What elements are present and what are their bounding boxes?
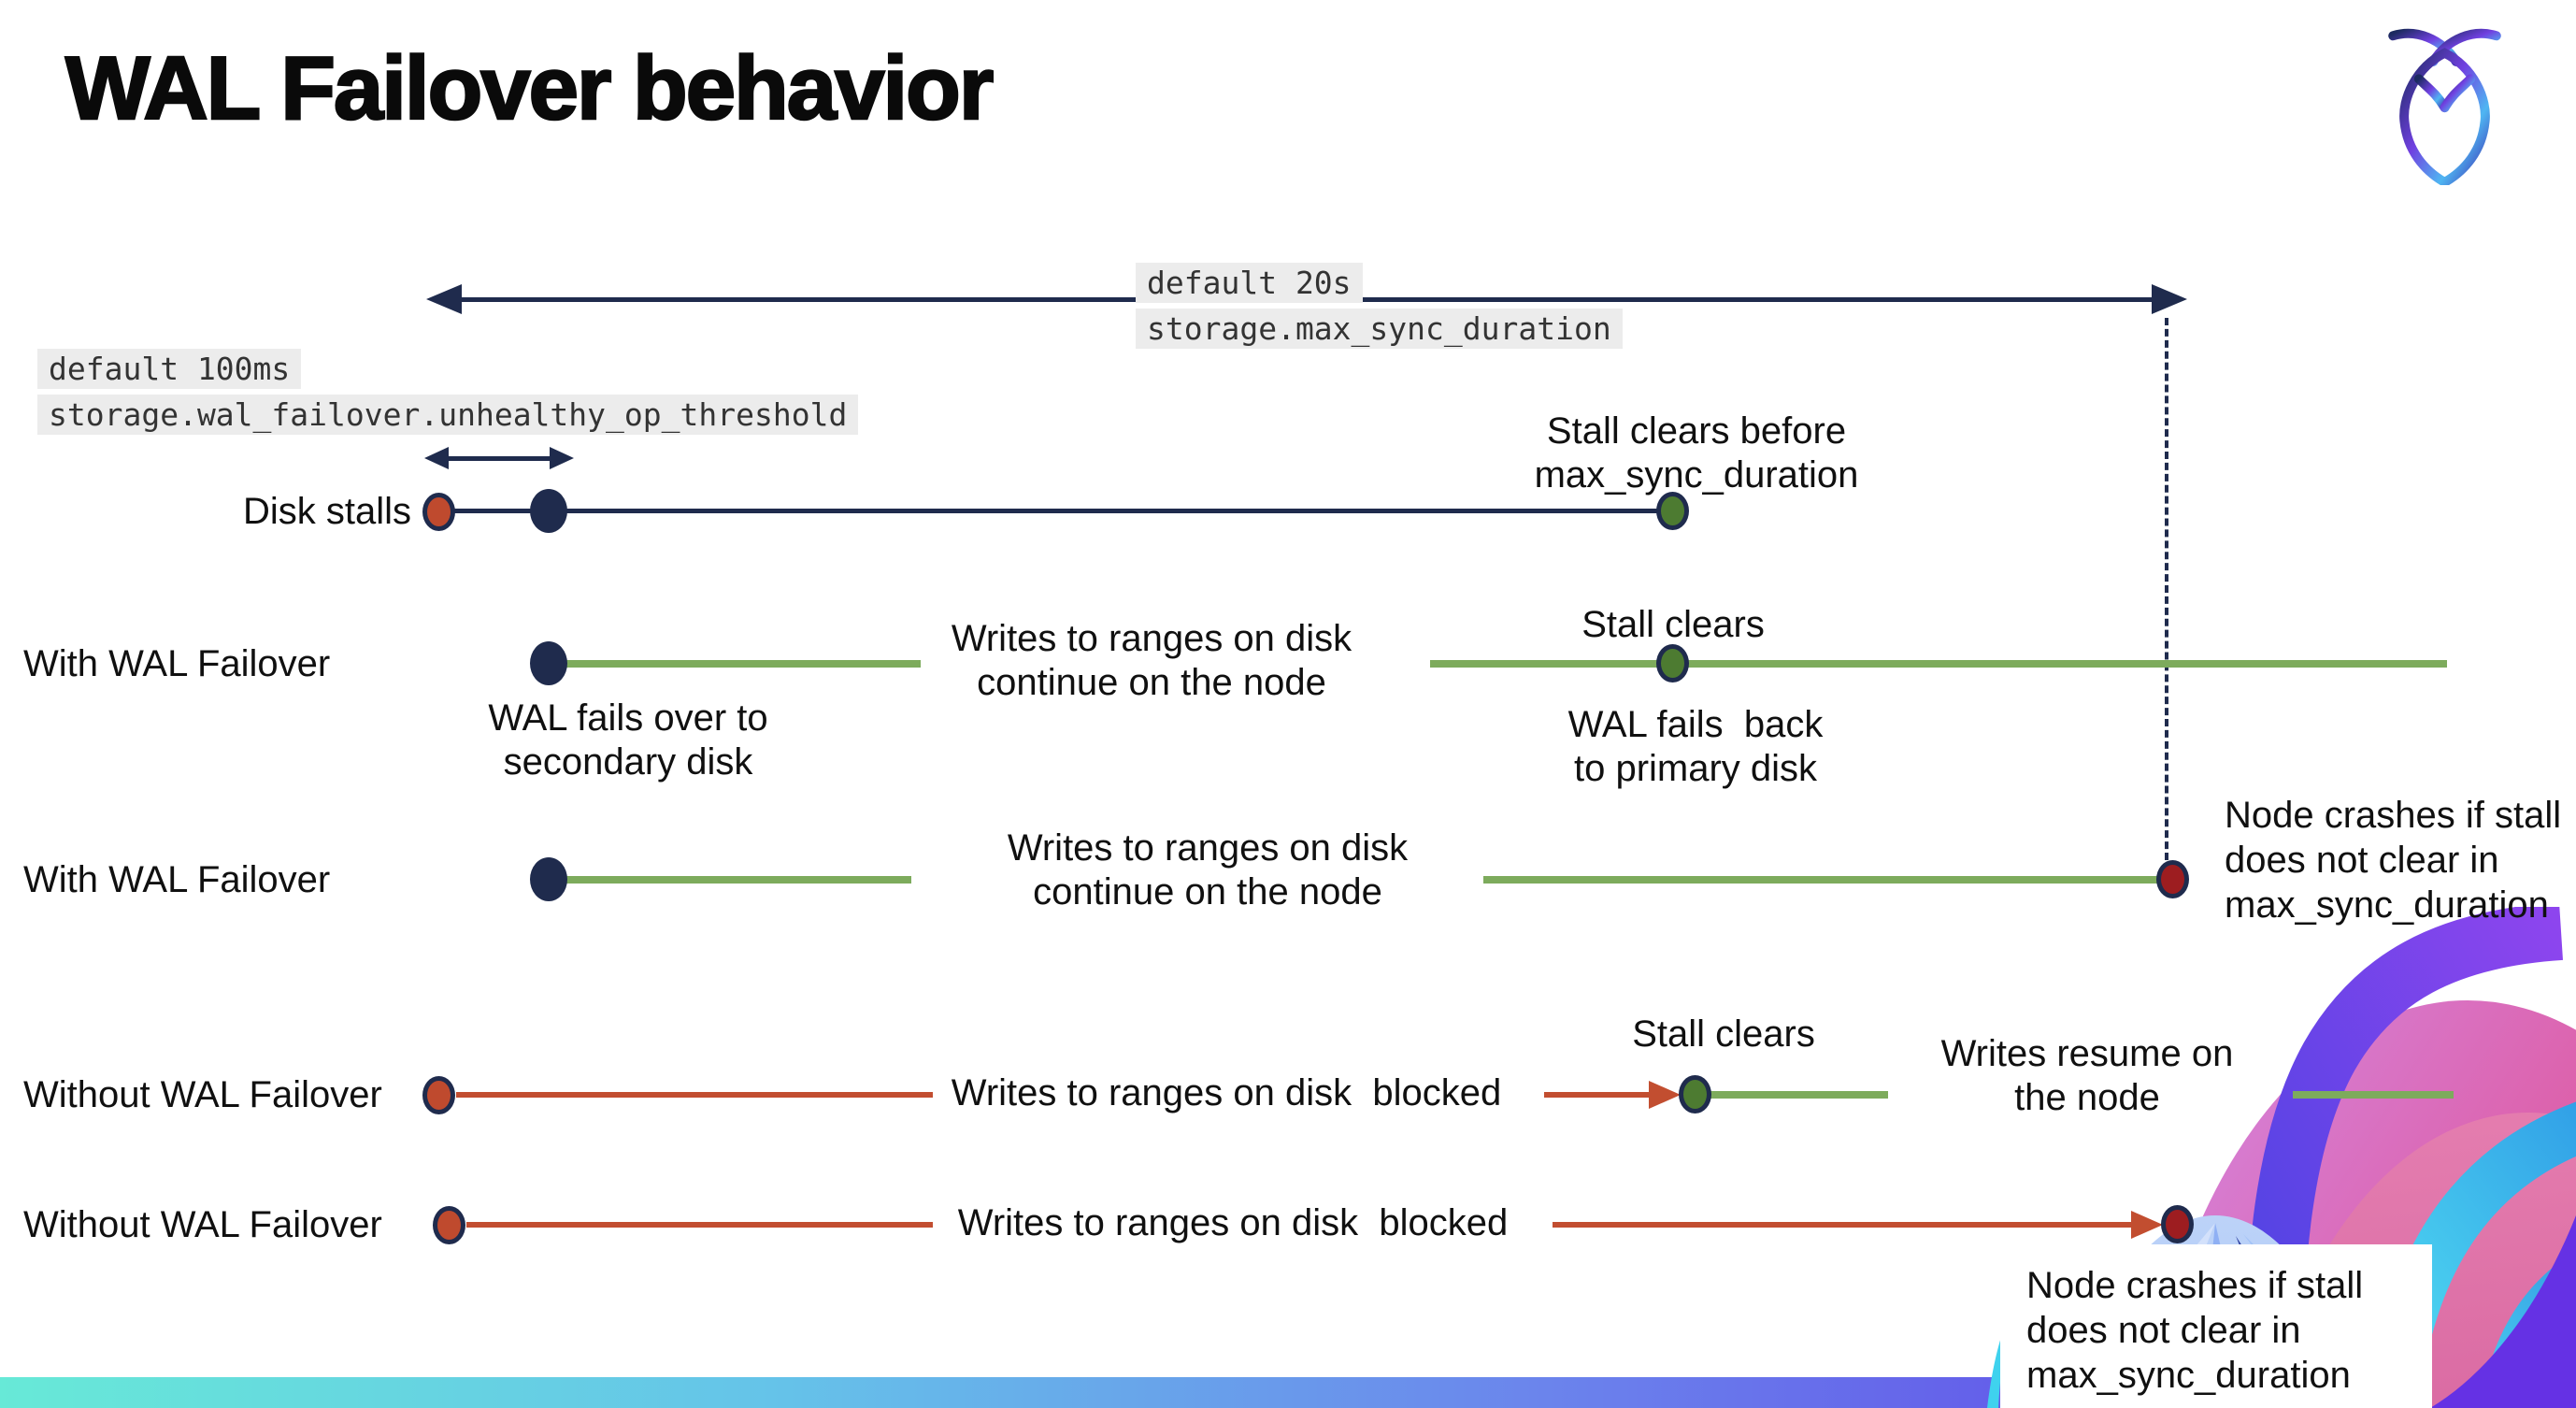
disk-stall-start-dot	[433, 1206, 465, 1244]
arrowhead-left-icon	[426, 284, 462, 314]
arrowhead-left-icon	[424, 447, 449, 469]
arrowhead-right-icon	[2152, 284, 2187, 314]
disk-stall-start-dot	[422, 493, 455, 531]
writes-continue-segment	[565, 660, 921, 668]
stall-clears-dot	[1656, 644, 1689, 682]
threshold-arrow-line	[447, 456, 551, 461]
writes-continue-note: Writes to ranges on disk continue on the…	[1007, 827, 1409, 912]
node-crash-dot	[2161, 1205, 2194, 1243]
disk-stall-threshold-segment	[454, 509, 533, 513]
max-sync-boundary-dashed-line	[2165, 318, 2168, 860]
threshold-setting-name: storage.wal_failover.unhealthy_op_thresh…	[37, 395, 859, 435]
disk-stall-timeline-segment	[565, 509, 1657, 513]
stall-clears-before-note: Stall clears before max_sync_duration	[1534, 410, 1859, 496]
max-sync-duration-label: default 20s storage.max_sync_duration	[1136, 263, 1623, 349]
node-crashes-card: Node crashes if stall does not clear in …	[2000, 1244, 2432, 1408]
node-crashes-note: Node crashes if stall does not clear in …	[2225, 795, 2562, 926]
row-label-with-wal-failover-2: With WAL Failover	[23, 859, 331, 900]
cockroachdb-logo-svg	[2388, 28, 2501, 188]
node-crash-dot	[2156, 860, 2189, 898]
writes-resume-segment	[2293, 1091, 2454, 1099]
writes-blocked-segment	[1553, 1222, 2133, 1228]
row-label-without-wal-failover-1: Without WAL Failover	[23, 1074, 382, 1115]
wal-fails-back-note: WAL fails back to primary disk	[1567, 704, 1824, 789]
writes-blocked-segment	[456, 1092, 933, 1098]
writes-continue-segment	[1483, 876, 2157, 884]
stall-clears-dot	[1656, 492, 1689, 530]
unhealthy-op-threshold-label: default 100ms storage.wal_failover.unhea…	[37, 349, 859, 435]
arrowhead-right-icon	[550, 447, 574, 469]
row-label-with-wal-failover-1: With WAL Failover	[23, 643, 331, 684]
writes-continue-segment	[565, 876, 911, 884]
max-sync-setting-name: storage.max_sync_duration	[1136, 309, 1623, 349]
disk-stall-start-dot	[422, 1076, 455, 1114]
writes-continue-note: Writes to ranges on disk continue on the…	[951, 618, 1352, 703]
wal-failover-dot	[530, 857, 567, 901]
writes-blocked-note: Writes to ranges on disk blocked	[951, 1072, 1502, 1113]
writes-blocked-segment	[1544, 1092, 1651, 1098]
wal-fails-over-note: WAL fails over to secondary disk	[488, 697, 768, 783]
page-title: WAL Failover behavior	[64, 37, 995, 140]
row-label-disk-stalls: Disk stalls	[242, 491, 411, 532]
cockroachdb-logo-icon	[2372, 24, 2517, 188]
max-sync-default-value: default 20s	[1136, 263, 1363, 303]
writes-blocked-note: Writes to ranges on disk blocked	[957, 1202, 1509, 1243]
writes-blocked-segment	[466, 1222, 933, 1228]
wal-failover-dot	[530, 641, 567, 685]
stall-clears-dot	[1679, 1075, 1711, 1113]
arrowhead-right-icon	[1649, 1081, 1681, 1109]
stall-clears-note: Stall clears	[1581, 604, 1765, 645]
failover-trigger-dot	[530, 489, 567, 533]
arrowhead-right-icon	[2131, 1211, 2163, 1239]
row-label-without-wal-failover-2: Without WAL Failover	[23, 1204, 382, 1245]
writes-resume-segment	[1710, 1091, 1888, 1099]
stall-clears-note: Stall clears	[1632, 1013, 1815, 1055]
node-crashes-note: Node crashes if stall does not clear in …	[2026, 1265, 2364, 1396]
writes-resume-note: Writes resume on the node	[1940, 1033, 2234, 1118]
writes-continue-segment	[1430, 660, 2447, 668]
threshold-default-value: default 100ms	[37, 349, 302, 389]
